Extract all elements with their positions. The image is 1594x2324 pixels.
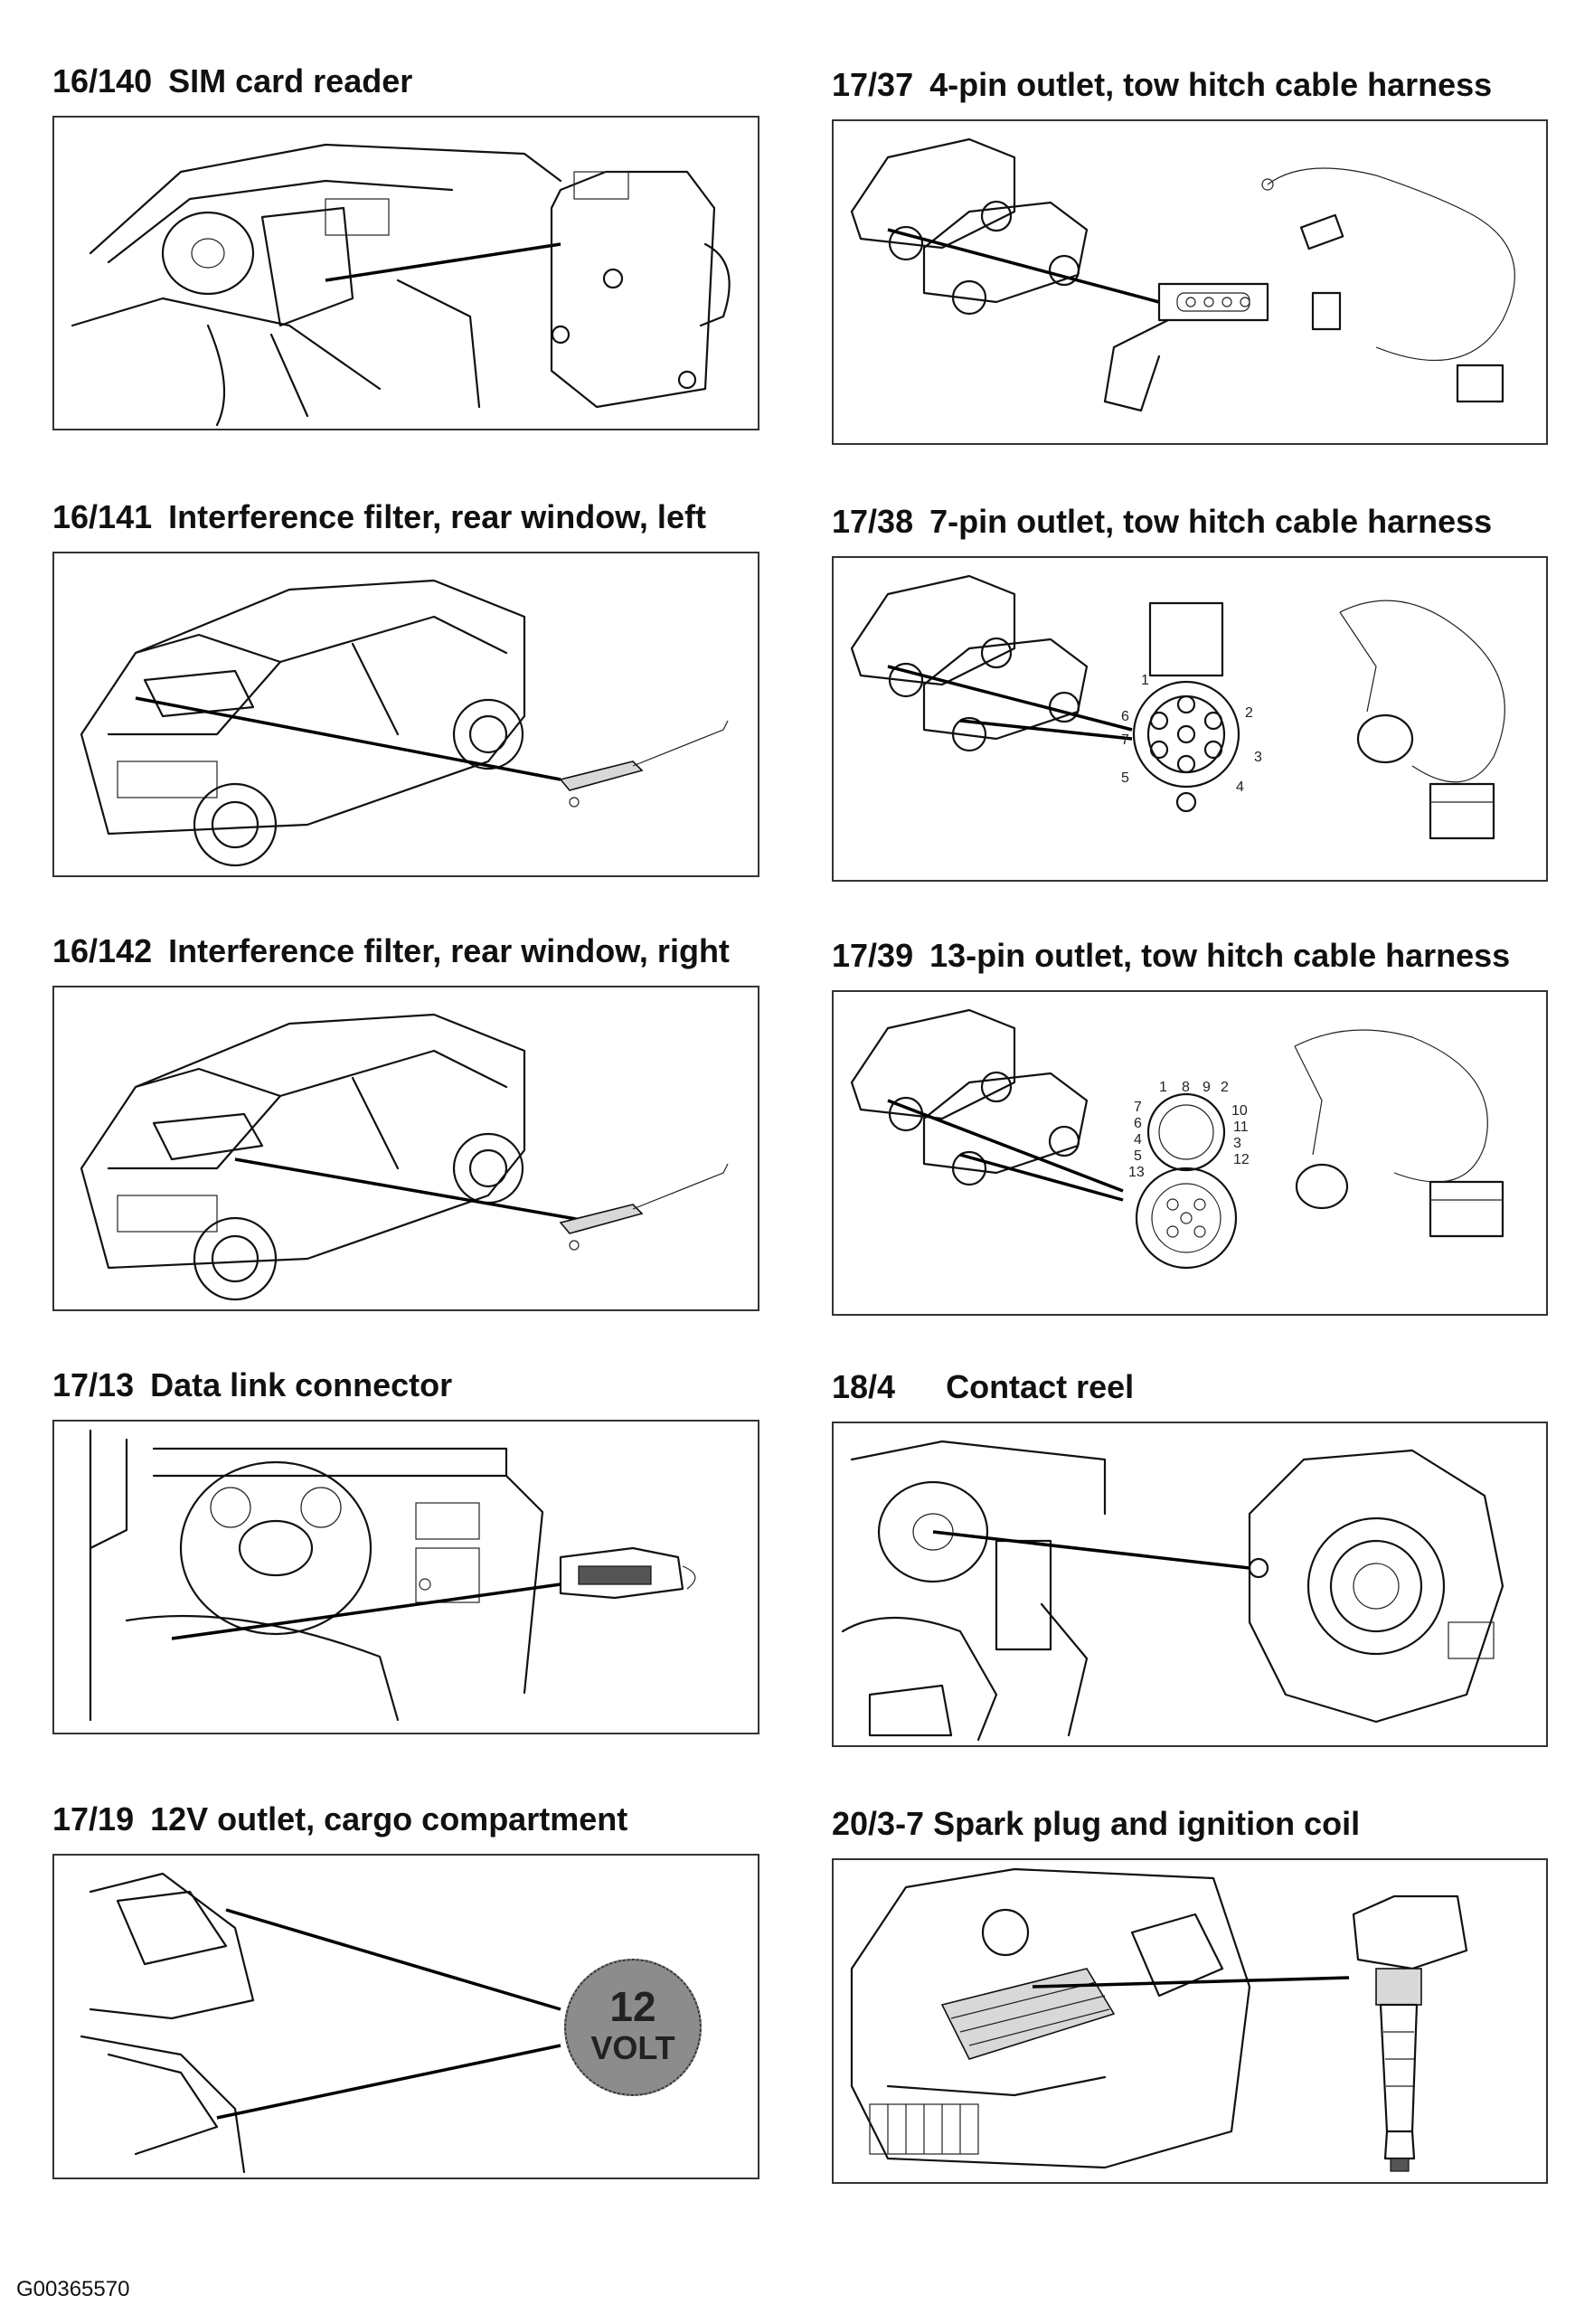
pin-label-6: 6 — [1121, 709, 1129, 724]
panel-label: 12V outlet, cargo compartment — [150, 1800, 628, 1837]
illustration-4-pin-outlet — [832, 119, 1548, 445]
panel-title: 16/141 Interference filter, rear window, … — [52, 497, 706, 537]
panel-number: 17/38 — [832, 503, 914, 540]
panel-label: Contact reel — [946, 1368, 1135, 1405]
12-volt-badge: 12 VOLT — [564, 1959, 702, 2096]
panel-number: 17/13 — [52, 1366, 135, 1403]
pin-label-2: 2 — [1245, 705, 1253, 721]
pin-label-11: 11 — [1233, 1119, 1249, 1135]
pin-label-2: 2 — [1221, 1080, 1229, 1095]
pin-label-7: 7 — [1134, 1100, 1142, 1115]
panel-title: 17/37 4-pin outlet, tow hitch cable harne… — [832, 65, 1492, 105]
illustration-13-pin-outlet: 1 8 9 2 7 10 6 11 4 3 5 12 13 — [832, 990, 1548, 1316]
pin-label-3: 3 — [1233, 1136, 1241, 1151]
panel-label: Interference filter, rear window, left — [168, 498, 706, 535]
panel-data-link-connector: 17/13 Data link connector — [52, 1365, 759, 1754]
panel-title: 17/19 12V outlet, cargo compartment — [52, 1800, 627, 1839]
pin-label-3: 3 — [1254, 750, 1262, 765]
panel-label: 13-pin outlet, tow hitch cable harness — [929, 937, 1511, 974]
panel-number: 16/142 — [52, 932, 153, 969]
panel-title: 16/140 SIM card reader — [52, 61, 412, 101]
panel-interference-filter-right: 16/142 Interference filter, rear window, … — [52, 931, 759, 1320]
panel-title: 18/4 Contact reel — [832, 1367, 1134, 1407]
pin-label-7: 7 — [1121, 732, 1129, 748]
panel-title: 17/39 13-pin outlet, tow hitch cable harn… — [832, 936, 1510, 976]
pin-label-8: 8 — [1182, 1080, 1190, 1095]
pin-label-1: 1 — [1141, 673, 1149, 688]
panel-number: 16/140 — [52, 62, 153, 99]
pin-label-5: 5 — [1121, 770, 1129, 786]
panel-number: 20/3-7 — [832, 1805, 925, 1842]
panel-label: Interference filter, rear window, right — [168, 932, 730, 969]
panel-label: Data link connector — [150, 1366, 453, 1403]
panel-7-pin-outlet: 17/38 7-pin outlet, tow hitch cable harne… — [832, 502, 1548, 891]
panel-label: SIM card reader — [168, 62, 413, 99]
pin-label-10: 10 — [1231, 1103, 1248, 1119]
badge-line2: VOLT — [590, 2029, 674, 2066]
panel-title: 17/38 7-pin outlet, tow hitch cable harne… — [832, 502, 1492, 542]
illustration-filter-right — [52, 986, 759, 1311]
pin-label-1: 1 — [1159, 1080, 1167, 1095]
ignition-coil — [1352, 1894, 1468, 2172]
panel-number: 18/4 — [832, 1368, 896, 1405]
illustration-spark-plug — [832, 1858, 1548, 2184]
pin-label-12: 12 — [1233, 1152, 1250, 1167]
7-pin-socket: 1 2 3 4 5 6 7 — [1121, 601, 1262, 813]
illustration-filter-left — [52, 552, 759, 877]
pin-label-13: 13 — [1128, 1165, 1145, 1180]
pin-label-5: 5 — [1134, 1148, 1142, 1164]
illustration-data-link-connector — [52, 1420, 759, 1734]
badge-line1: 12 — [609, 1983, 656, 2030]
panel-number: 17/39 — [832, 937, 914, 974]
panel-number: 17/37 — [832, 66, 914, 103]
panel-number: 17/19 — [52, 1800, 135, 1837]
panel-label: Spark plug and ignition coil — [933, 1805, 1361, 1842]
pin-label-4: 4 — [1236, 779, 1244, 795]
panel-sim-card-reader: 16/140 SIM card reader — [52, 61, 759, 450]
panel-number: 16/141 — [52, 498, 153, 535]
illustration-contact-reel — [832, 1422, 1548, 1747]
panel-4-pin-outlet: 17/37 4-pin outlet, tow hitch cable harne… — [832, 65, 1548, 454]
panel-contact-reel: 18/4 Contact reel — [832, 1367, 1548, 1756]
pin-label-6: 6 — [1134, 1116, 1142, 1131]
13-pin-socket: 1 8 9 2 7 10 6 11 4 3 5 12 13 — [1128, 1080, 1250, 1270]
panel-title: 17/13 Data link connector — [52, 1365, 452, 1405]
illustration-sim-card-reader — [52, 116, 759, 430]
panel-title: 16/142 Interference filter, rear window, … — [52, 931, 730, 971]
panel-13-pin-outlet: 17/39 13-pin outlet, tow hitch cable harn… — [832, 936, 1548, 1325]
panel-label: 4-pin outlet, tow hitch cable harness — [929, 66, 1493, 103]
panel-12v-outlet: 17/19 12V outlet, cargo compartment 12 VO… — [52, 1800, 759, 2188]
figure-code: G00365570 — [16, 2277, 130, 2301]
pin-label-4: 4 — [1134, 1132, 1142, 1148]
pin-label-9: 9 — [1203, 1080, 1211, 1095]
illustration-7-pin-outlet: 1 2 3 4 5 6 7 — [832, 556, 1548, 882]
panel-interference-filter-left: 16/141 Interference filter, rear window, … — [52, 497, 759, 886]
panel-label: 7-pin outlet, tow hitch cable harness — [929, 503, 1493, 540]
illustration-12v-outlet: 12 VOLT — [52, 1854, 759, 2179]
